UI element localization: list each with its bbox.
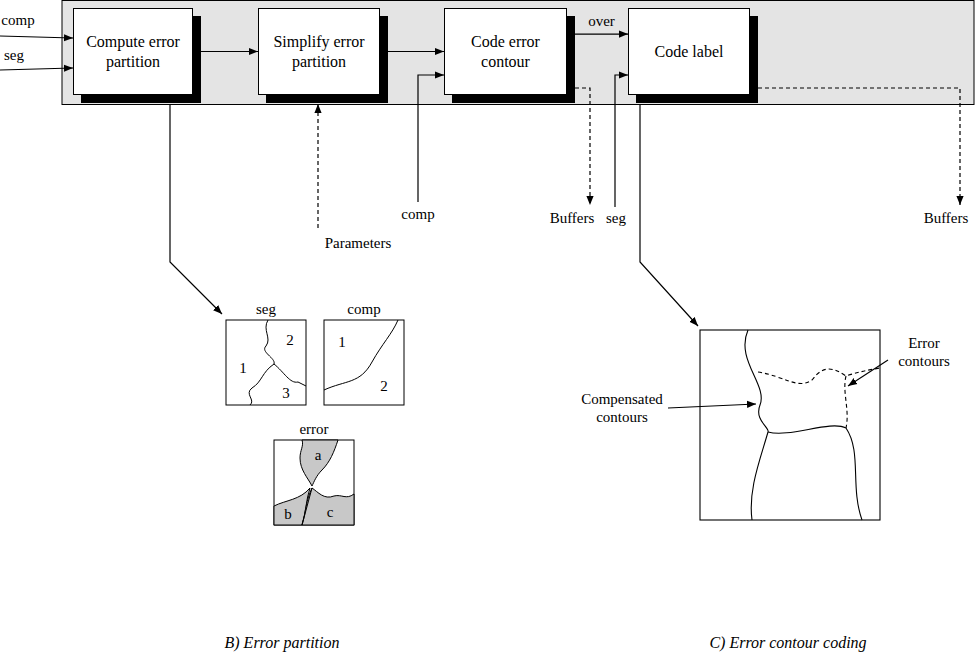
box-label: Compute error partition <box>80 32 186 72</box>
leader-arrow <box>170 104 222 314</box>
flow-arrow <box>380 51 444 52</box>
comp-input-wire <box>0 36 73 38</box>
compensated-contour <box>768 426 862 520</box>
contour-coding-figure <box>668 330 888 520</box>
signal-label: comp <box>401 205 434 223</box>
region-label: 3 <box>282 384 290 402</box>
signal-label: Parameters <box>325 234 392 252</box>
box-label: Code label <box>655 42 724 62</box>
compensated-contour <box>745 330 768 432</box>
region-label: 2 <box>380 377 388 395</box>
region-label: c <box>327 503 334 521</box>
leader-arrow <box>640 104 698 326</box>
edge-label: over <box>586 13 617 30</box>
signal-label: seg <box>256 300 276 318</box>
seg-wire <box>615 75 628 207</box>
system-panel <box>62 1 974 105</box>
region-label: a <box>315 446 322 464</box>
comp-partition-figure <box>324 320 404 405</box>
seg-input-wire <box>0 68 73 70</box>
signal-label: Buffers <box>924 209 969 227</box>
figure-caption: B) Error partition <box>225 633 340 652</box>
signal-label: error <box>299 420 328 438</box>
error-contour <box>758 368 880 384</box>
signal-label: Error contours <box>889 334 959 370</box>
box-label: Simplify error partition <box>265 32 373 72</box>
compensated-contour <box>751 432 768 520</box>
signal-label: seg <box>4 46 24 64</box>
region-label: 1 <box>239 359 247 377</box>
buffers-wire <box>758 88 960 205</box>
error-partition-figure <box>274 440 354 525</box>
comp-wire <box>418 75 444 202</box>
region-label: b <box>284 505 292 523</box>
leader-arrow <box>848 360 888 386</box>
signal-label: seg <box>606 209 626 227</box>
flow-arrow <box>193 51 258 52</box>
seg-partition-figure <box>226 320 306 405</box>
flow-arrow <box>567 33 628 34</box>
box-label: Code error contour <box>451 32 560 72</box>
buffers-wire <box>575 88 590 205</box>
process-box: Simplify error partition <box>258 8 380 95</box>
signal-label: comp <box>1 11 34 29</box>
process-box: Code error contour <box>444 8 567 95</box>
signal-label: Buffers <box>550 209 595 227</box>
parameters-wire <box>317 104 318 228</box>
error-contour <box>845 376 847 428</box>
process-box: Compute error partition <box>73 8 193 95</box>
region-label: 2 <box>286 331 294 349</box>
figure-caption: C) Error contour coding <box>709 633 866 652</box>
process-box: Code label <box>628 8 750 95</box>
signal-label: Compensated contours <box>567 390 677 426</box>
signal-label: comp <box>347 300 380 318</box>
leader-arrow <box>668 404 756 408</box>
region-label: 1 <box>338 333 346 351</box>
